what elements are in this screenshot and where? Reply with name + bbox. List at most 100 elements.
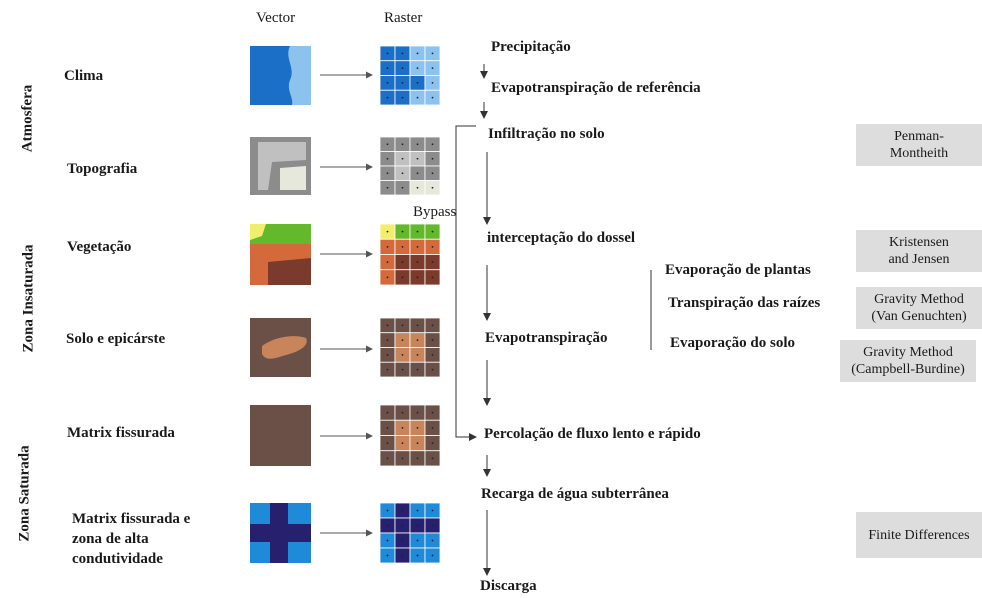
raster-cell-dot [431, 524, 434, 527]
raster-cell-dot [416, 457, 419, 460]
process-precipitacao: Precipitação [491, 39, 571, 55]
raster-cell-dot [401, 509, 404, 512]
raster-cell-dot [431, 261, 434, 264]
layer-label-line: condutividade [72, 551, 163, 567]
raster-cell-dot [401, 411, 404, 414]
raster-cell-dot [386, 172, 389, 175]
raster-cell-dot [386, 157, 389, 160]
process-infiltracao: Infiltração no solo [488, 126, 605, 142]
raster-cell-dot [431, 339, 434, 342]
raster-cell-dot [401, 442, 404, 445]
method-line: (Van Genuchten) [871, 309, 967, 324]
raster-cell-dot [386, 353, 389, 356]
layer-label-vegetacao: Vegetação [67, 237, 131, 257]
raster-cell-dot [386, 457, 389, 460]
raster-cell-dot [386, 143, 389, 146]
raster-cell-dot [431, 442, 434, 445]
method-line: Gravity Method [863, 345, 953, 360]
raster-cell-dot [401, 67, 404, 70]
vegetacao-vector-tile [250, 224, 311, 285]
process-transpiracao-raizes: Transpiração das raízes [668, 295, 821, 311]
raster-cell-dot [386, 524, 389, 527]
raster-cell-dot [431, 52, 434, 55]
process-evaporacao-solo: Evaporação do solo [670, 335, 796, 351]
vector-raster-arrows [320, 71, 373, 537]
raster-column-header: Raster [384, 10, 423, 26]
raster-cell-dot [386, 230, 389, 233]
raster-cell-dot [401, 186, 404, 189]
raster-cell-dot [416, 230, 419, 233]
method-line: (Campbell-Burdine) [851, 362, 965, 377]
raster-cell-dot [431, 276, 434, 279]
method-line: Kristensen [889, 235, 949, 250]
solo-raster-grid [379, 317, 441, 378]
method-line: and Jensen [888, 252, 950, 267]
raster-cell-dot [401, 172, 404, 175]
process-interceptacao: interceptação do dossel [487, 230, 636, 246]
raster-cell-dot [416, 353, 419, 356]
layer-label-line: zona de alta [72, 531, 149, 547]
process-recarga: Recarga de água subterrânea [481, 486, 669, 502]
raster-cell-dot [386, 368, 389, 371]
process-evapotranspiracao-referencia: Evapotranspiração de referência [491, 80, 701, 96]
raster-cell-dot [431, 324, 434, 327]
vector-column-header: Vector [256, 10, 296, 26]
raster-cell-dot [416, 554, 419, 557]
raster-cell-dot [416, 509, 419, 512]
topografia-raster-grid [379, 136, 441, 196]
process-evapotranspiracao: Evapotranspiração [485, 330, 608, 346]
alta-vector-tile [250, 503, 311, 563]
raster-cell-dot [416, 67, 419, 70]
raster-cell-dot [416, 96, 419, 99]
method-finite-differences: Finite Differences [856, 512, 982, 558]
raster-cell-dot [431, 67, 434, 70]
raster-cell-dot [401, 143, 404, 146]
raster-cell-dot [386, 186, 389, 189]
raster-cell-dot [416, 339, 419, 342]
raster-cell-dot [416, 539, 419, 542]
layer-label-solo: Solo e epicárste [66, 329, 165, 349]
raster-cell-dot [416, 245, 419, 248]
layer-label-matrix-alta: Matrix fissurada e zona de alta condutiv… [72, 509, 190, 569]
vegetacao-raster-grid [379, 223, 441, 286]
raster-cell-dot [431, 172, 434, 175]
layer-label-line: Clima [64, 68, 104, 84]
method-gravity-van-genuchten: Gravity Method (Van Genuchten) [856, 287, 982, 329]
topografia-vector-tile [250, 137, 311, 195]
raster-cell-dot [431, 230, 434, 233]
method-line: Gravity Method [874, 292, 964, 307]
raster-cell-dot [386, 426, 389, 429]
raster-cell-dot [401, 96, 404, 99]
layer-label-line: Solo e epicárste [66, 331, 166, 347]
bypass-label: Bypass [413, 204, 457, 220]
raster-cell-dot [431, 554, 434, 557]
raster-cell-dot [386, 442, 389, 445]
raster-cell-dot [386, 52, 389, 55]
raster-cell-dot [386, 96, 389, 99]
process-percolacao: Percolação de fluxo lento e rápido [484, 426, 701, 442]
raster-cell-dot [431, 81, 434, 84]
raster-cell-dot [401, 81, 404, 84]
layer-label-line: Matrix fissurada [67, 425, 175, 441]
matrix-raster-grid [379, 404, 441, 467]
raster-cell-dot [401, 157, 404, 160]
process-descarga: Discarga [480, 578, 537, 594]
raster-cell-dot [401, 52, 404, 55]
raster-cell-dot [431, 157, 434, 160]
raster-cell-dot [401, 339, 404, 342]
raster-cell-dot [416, 52, 419, 55]
raster-cell-dot [431, 457, 434, 460]
raster-cell-dot [386, 67, 389, 70]
raster-cell-dot [386, 276, 389, 279]
clima-raster-grid [379, 45, 441, 106]
raster-cell-dot [416, 81, 419, 84]
layer-label-matrix: Matrix fissurada [67, 423, 175, 443]
raster-cell-dot [416, 442, 419, 445]
layer-label-line: Topografia [67, 161, 138, 177]
method-kristensen-jensen: Kristensen and Jensen [856, 230, 982, 272]
layer-label-line: Matrix fissurada e [72, 511, 191, 527]
raster-cell-dot [386, 539, 389, 542]
method-line: Montheith [889, 146, 949, 161]
raster-cell-dot [416, 186, 419, 189]
